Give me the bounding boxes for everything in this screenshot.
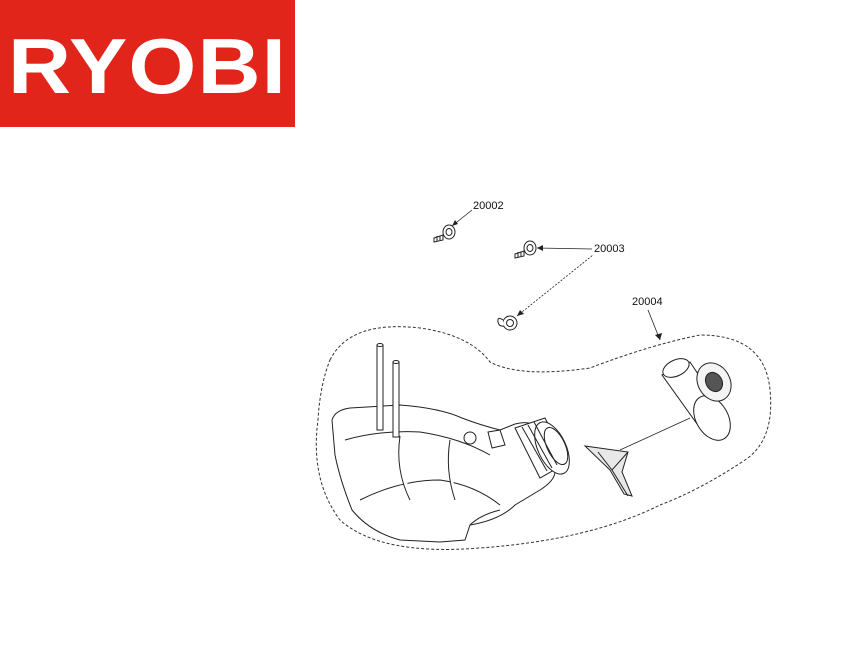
assembly-outline <box>315 326 772 550</box>
leader-fitting <box>516 254 594 317</box>
fuel-tank <box>331 343 570 543</box>
fuel-line-fitting <box>497 315 518 331</box>
part-label-20002: 20002 <box>473 200 504 212</box>
part-label-20003: 20003 <box>594 243 625 255</box>
ryobi-logo: RYOBI <box>0 0 295 127</box>
screw-20003 <box>514 240 537 259</box>
part-label-20004: 20004 <box>632 296 663 308</box>
screw-20002 <box>433 224 456 243</box>
logo-text: RYOBI <box>7 21 288 110</box>
leader-20003 <box>536 247 593 250</box>
fuel-cap-strainer <box>583 358 732 497</box>
